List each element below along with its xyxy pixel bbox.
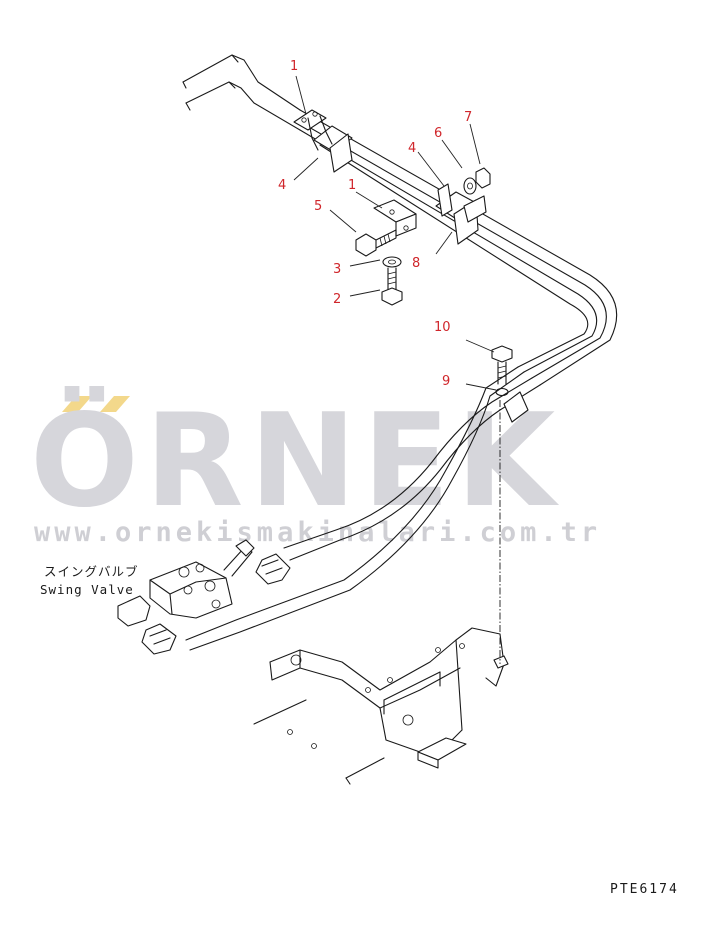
- washer-3: [382, 256, 402, 268]
- lower-hoses: [141, 366, 541, 655]
- bracket: [373, 199, 417, 237]
- watermark-accent-left: [62, 396, 92, 412]
- leader-lines: [293, 75, 497, 391]
- callout-9: 9: [442, 374, 450, 389]
- callout-4-right: 4: [408, 141, 416, 156]
- watermark-accent-right: [100, 396, 130, 412]
- valve-label-english: Swing Valve: [40, 582, 134, 597]
- callouts: 1 4 7 6 4 1 5 3 8 2 10 9: [278, 59, 472, 389]
- callout-6: 6: [434, 126, 442, 141]
- hose-fitting-lower: [141, 623, 177, 655]
- callout-8: 8: [412, 256, 420, 271]
- callout-1-middle: 1: [348, 178, 356, 193]
- watermark: ÖRNEK www.ornekismakinalari.com.tr: [30, 386, 601, 548]
- hose-clamp-middle: [437, 183, 487, 223]
- swing-valve: [117, 539, 255, 627]
- nut-7: [475, 167, 491, 189]
- hardware: [355, 167, 513, 397]
- callout-1-top: 1: [290, 59, 298, 74]
- callout-7: 7: [464, 110, 472, 125]
- watermark-brand: ÖRNEK: [30, 386, 561, 536]
- bolt-5: [355, 229, 397, 257]
- drawing-code: PTE6174: [610, 882, 679, 897]
- callout-10: 10: [434, 320, 451, 335]
- callout-2: 2: [333, 292, 341, 307]
- callout-3: 3: [333, 262, 341, 277]
- bolt-10: [491, 345, 513, 385]
- valve-label-japanese: スイングバルブ: [44, 564, 139, 579]
- washer-6: [463, 177, 477, 195]
- washer-9: [495, 387, 509, 397]
- watermark-url: www.ornekismakinalari.com.tr: [34, 517, 601, 548]
- hose-bundle: [182, 54, 618, 386]
- callout-4-left: 4: [278, 178, 286, 193]
- hose-clamp-upper: [293, 109, 333, 151]
- bolt-2: [381, 267, 403, 306]
- valve-label: スイングバルブ Swing Valve: [40, 564, 139, 597]
- callout-5: 5: [314, 199, 322, 214]
- hose-fitting-upper: [255, 553, 291, 585]
- frame: [253, 627, 509, 785]
